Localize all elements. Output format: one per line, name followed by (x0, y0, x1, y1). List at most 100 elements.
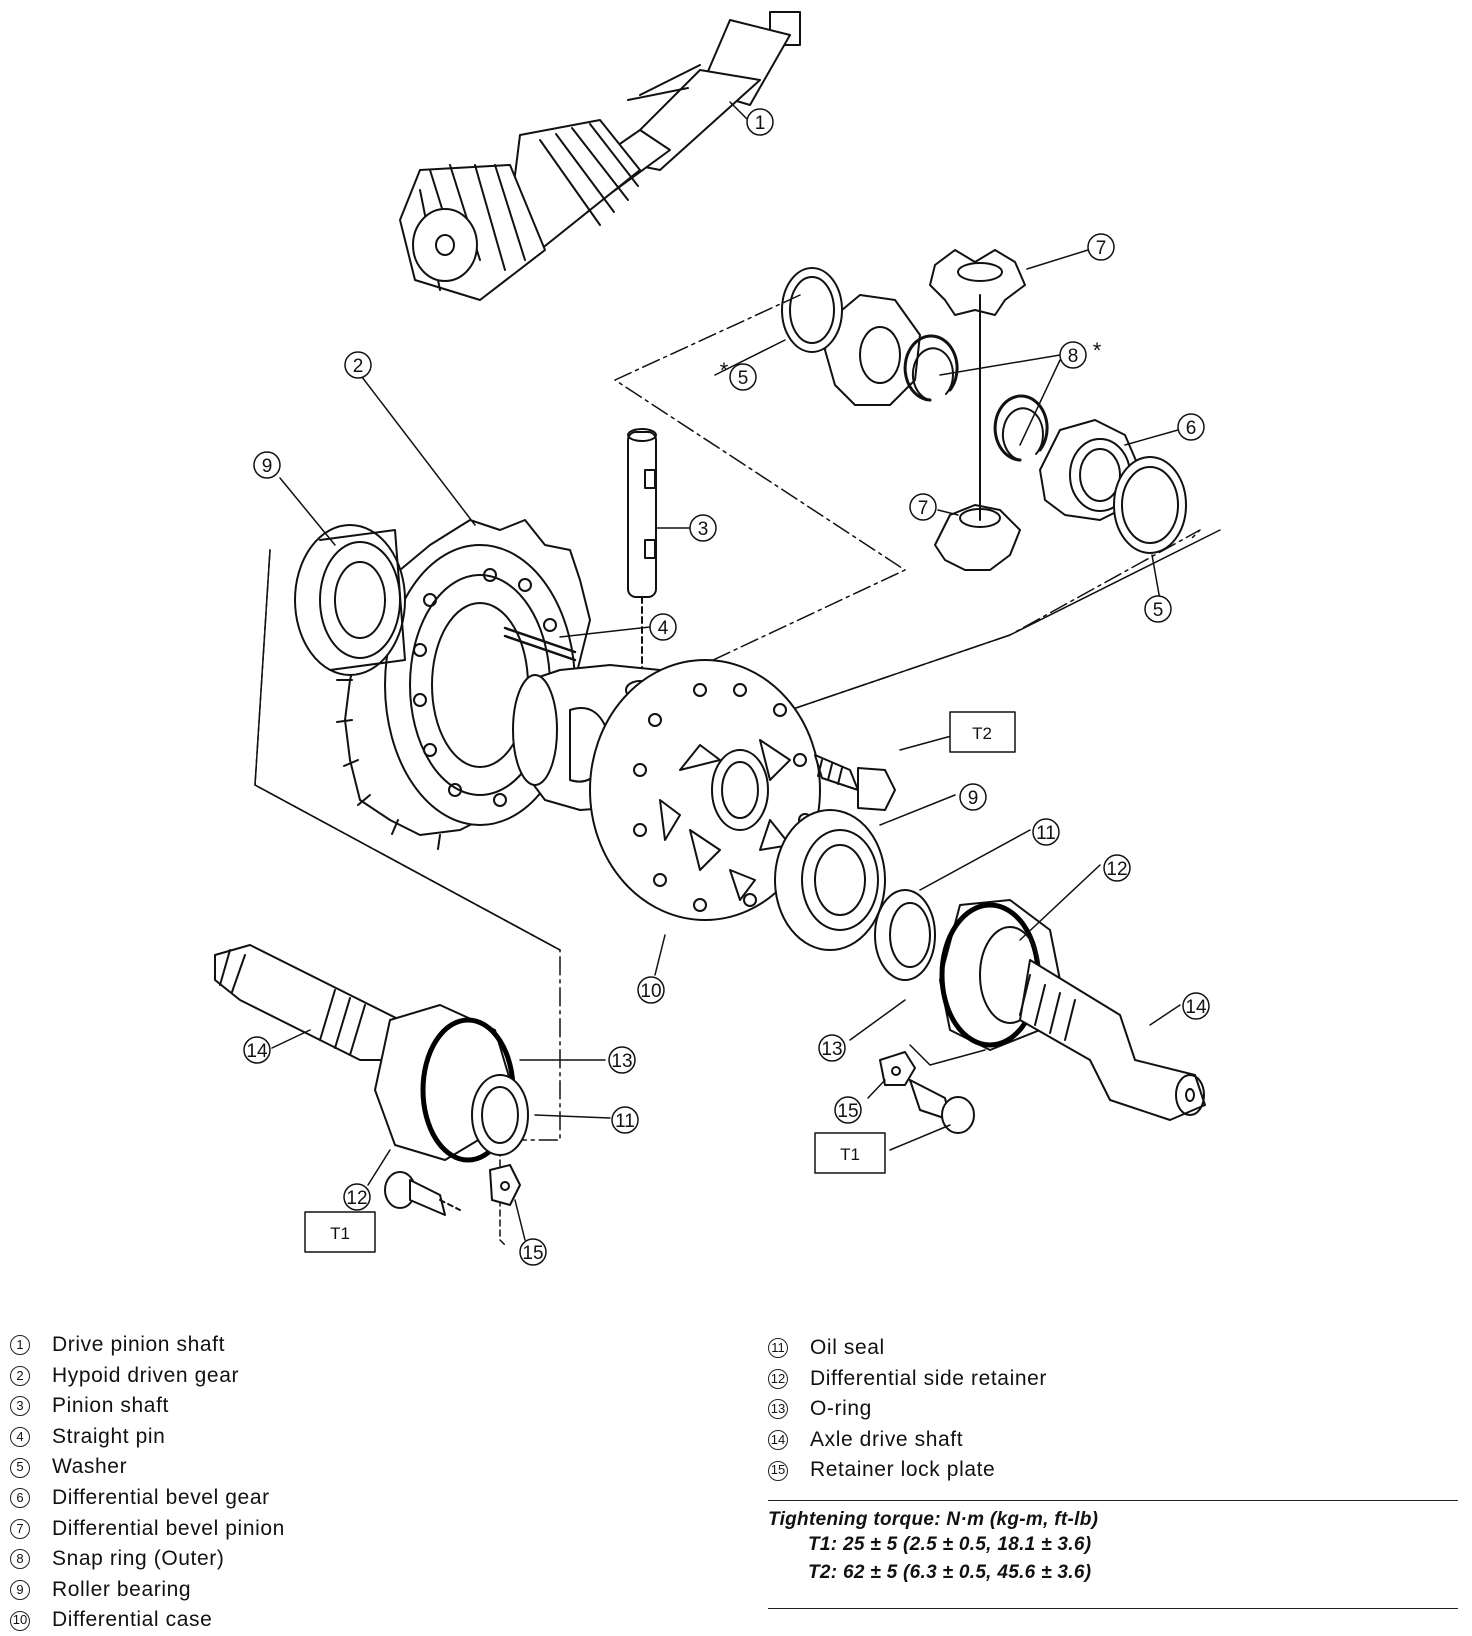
callout-12b-text: 12 (346, 1188, 367, 1209)
torque-box-t1-right: T1 (814, 1132, 886, 1174)
roller-bearing-right (774, 809, 886, 951)
legend-item: 10 Differential case (10, 1605, 285, 1636)
torque-box-t2-text: T2 (972, 724, 992, 743)
torque-t2: T2: 62 ± 5 (6.3 ± 0.5, 45.6 ± 3.6) (808, 1562, 1092, 1583)
callout-4-text: 4 (658, 618, 669, 639)
callout-11-right: 11 (1032, 818, 1060, 846)
legend-label: Straight pin (52, 1424, 166, 1448)
divider (768, 1608, 1458, 1609)
callout-9b-text: 9 (968, 788, 979, 809)
bevel-gear-left (824, 294, 921, 406)
callout-11-left: 11 (611, 1106, 639, 1134)
callout-12-left: 12 (343, 1183, 371, 1211)
leader-lines (271, 101, 1181, 1241)
legend-label: Roller bearing (52, 1577, 192, 1601)
callout-9-left: 9 (253, 451, 281, 479)
callout-15a-text: 15 (837, 1101, 858, 1122)
legend-label: Washer (52, 1455, 128, 1479)
legend-item: 5 Washer (10, 1452, 285, 1483)
pinion-shaft (627, 428, 657, 681)
callout-5-top: 5* (720, 358, 757, 391)
callout-13-left: 13 (608, 1046, 636, 1074)
legend-number: 13 (768, 1399, 788, 1420)
side-retainer-left (374, 1004, 529, 1163)
callout-13-right: 13 (818, 1034, 846, 1062)
callout-2: 2 (344, 351, 372, 379)
callout-5a-text: 5 (738, 368, 749, 389)
legend-number: 9 (10, 1580, 30, 1601)
legend-number: 5 (10, 1457, 30, 1478)
t2-bolt (814, 754, 896, 811)
t1-bolt-right (909, 1079, 975, 1134)
legend-number: 6 (10, 1488, 30, 1509)
legend-label: Differential bevel pinion (52, 1516, 285, 1540)
torque-title: Tightening torque: N·m (kg-m, ft-lb) (768, 1509, 1099, 1530)
bevel-pinion-bottom (934, 504, 1021, 571)
drive-pinion-shaft (399, 11, 801, 301)
callout-14a-text: 14 (1185, 997, 1207, 1018)
callout-7-top: 7 (1087, 233, 1115, 261)
legend-label: Drive pinion shaft (52, 1333, 226, 1356)
bevel-pinion-top (929, 249, 1026, 316)
legend-label: Oil seal (810, 1336, 885, 1359)
legend-number: 10 (10, 1610, 30, 1631)
lock-plate-left (489, 1164, 521, 1206)
callout-12a-text: 12 (1106, 859, 1127, 880)
callout-3: 3 (689, 514, 717, 542)
legend-label: Differential case (52, 1608, 213, 1632)
callout-4: 4 (649, 613, 677, 641)
t1-bolt-left (384, 1171, 461, 1216)
roller-bearing-left (294, 524, 406, 676)
callout-1-text: 1 (755, 113, 766, 134)
legend-number: 3 (10, 1396, 30, 1417)
callout-3-text: 3 (698, 519, 709, 540)
callout-14-right: 14 (1182, 992, 1210, 1020)
legend-number: 15 (768, 1460, 788, 1481)
torque-t1: T1: 25 ± 5 (2.5 ± 0.5, 18.1 ± 3.6) (808, 1534, 1092, 1555)
callout-5-right: 5 (1144, 595, 1172, 623)
callout-13a-text: 13 (821, 1039, 842, 1060)
axle-drive-shaft-right (1019, 959, 1206, 1121)
legend-number: 7 (10, 1518, 30, 1539)
callout-9-right: 9 (959, 783, 987, 811)
legend-label: Retainer lock plate (810, 1458, 996, 1482)
callout-8-text: 8 (1068, 346, 1079, 367)
legend-number: 8 (10, 1549, 30, 1570)
callout-11b-text: 11 (615, 1111, 635, 1132)
callout-6-text: 6 (1186, 418, 1197, 439)
differential-case (512, 659, 821, 921)
legend-label: Pinion shaft (52, 1394, 169, 1418)
legend-item: 7 Differential bevel pinion (10, 1514, 285, 1545)
legend-label: Snap ring (Outer) (52, 1547, 225, 1571)
legend-number: 14 (768, 1430, 788, 1451)
callout-2-text: 2 (353, 356, 364, 377)
washer-right (1113, 456, 1187, 554)
tightening-torque-spec: Tightening torque: N·m (kg-m, ft-lb) T1:… (768, 1500, 1458, 1587)
snap-ring-lower (993, 394, 1049, 462)
legend-item: 1 Drive pinion shaft (10, 1330, 285, 1361)
callout-10: 10 (637, 976, 665, 1004)
callout-12-right: 12 (1103, 854, 1131, 882)
callout-14-left: 14 (243, 1036, 271, 1064)
legend-number: 1 (10, 1335, 30, 1356)
callout-1: 1 (746, 108, 774, 136)
torque-box-t1-right-text: T1 (840, 1145, 860, 1164)
torque-box-t1-left: T1 (304, 1211, 376, 1253)
assembly-bracket-lines (254, 294, 1221, 1246)
callout-11a-text: 11 (1036, 823, 1056, 844)
straight-pin (503, 626, 577, 662)
callout-15b-text: 15 (522, 1243, 543, 1264)
asterisk-8: * (1093, 338, 1102, 363)
callout-7a-text: 7 (1096, 238, 1107, 259)
callout-6: 6 (1177, 413, 1205, 441)
snap-ring-upper (903, 334, 959, 402)
callout-15-left: 15 (519, 1238, 547, 1266)
legend-label: Axle drive shaft (810, 1427, 964, 1451)
callout-7-bottom: 7 (909, 493, 937, 521)
